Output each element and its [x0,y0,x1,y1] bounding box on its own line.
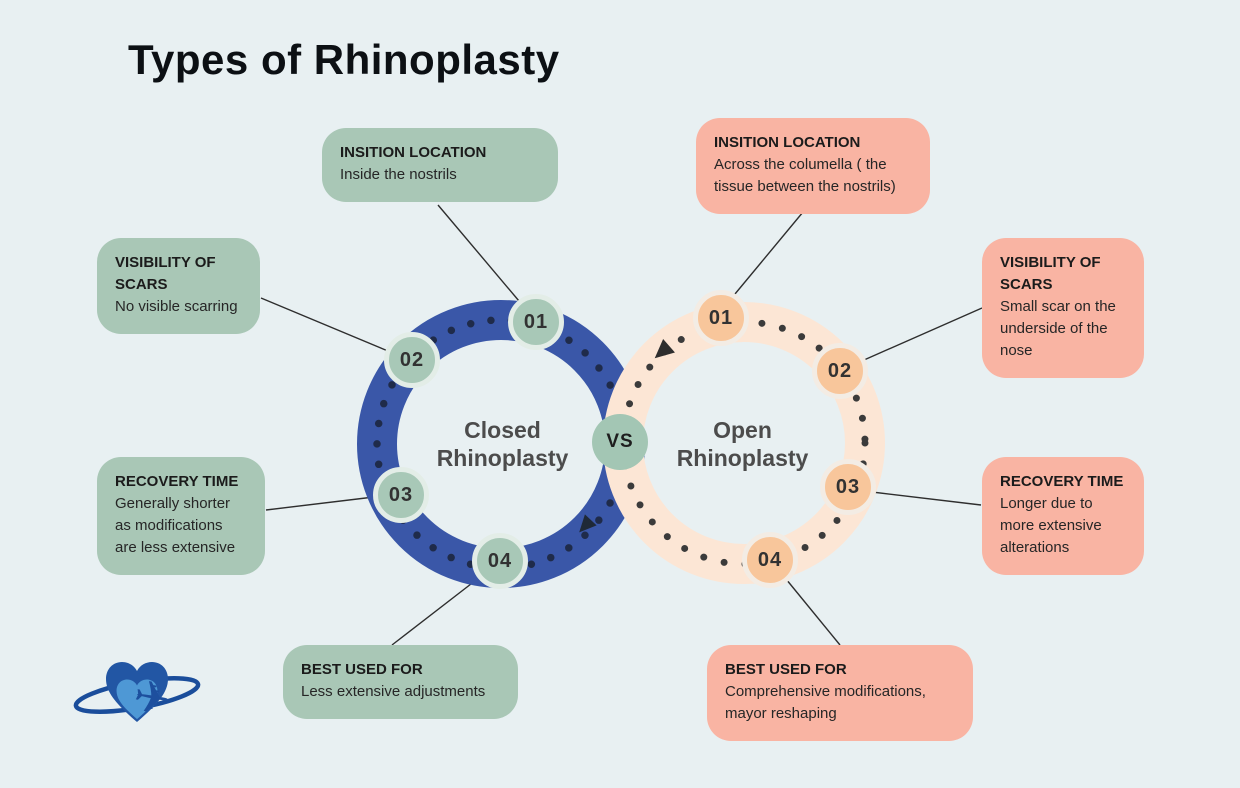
badge-number: 02 [399,348,425,371]
logo-airplane-icon: ✈ [130,671,175,726]
callout-title: RECOVERY TIME [115,473,239,490]
connector-line [391,576,481,646]
closed-badge-02: 02 [384,332,440,388]
closed-badge-03: 03 [373,467,429,523]
callout-desc: Less extensive adjustments [301,683,486,700]
badge-number: 02 [827,359,853,382]
open-badge-03: 03 [820,459,876,515]
callout-desc: Comprehensive modifications, mayor resha… [725,683,926,722]
callout-closed-visibility-of-scars: VISIBILITY OF SCARS No visible scarring [97,238,260,334]
callout-title: VISIBILITY OF SCARS [115,254,216,293]
connector-line [871,491,982,506]
open-badge-01: 01 [693,290,749,346]
badge-number: 01 [708,306,734,329]
callout-open-recovery-time: RECOVERY TIME Longer due to more extensi… [982,457,1144,575]
callout-desc: Small scar on the underside of the nose [1000,298,1116,359]
callout-closed-best-used-for: BEST USED FOR Less extensive adjustments [283,645,518,719]
vs-label: VS [606,431,634,452]
callout-desc: Generally shorter as modifications are l… [115,495,236,556]
badge-number: 03 [388,483,414,506]
callout-title: BEST USED FOR [301,661,423,678]
callout-desc: No visible scarring [115,298,238,315]
badge-number: 04 [487,549,513,572]
callout-title: BEST USED FOR [725,661,847,678]
logo-heart-inner [116,679,158,720]
badge-number: 03 [835,475,861,498]
callout-closed-insition-location: INSITION LOCATION Inside the nostrils [322,128,558,202]
connector-line [785,578,841,646]
open-badge-02: 02 [812,343,868,399]
callout-title: INSITION LOCATION [340,144,487,161]
heart-plane-logo-icon: ✈ [73,662,201,726]
closed-badge-04: 04 [472,533,528,589]
badge-number: 04 [757,548,783,571]
callout-open-best-used-for: BEST USED FOR Comprehensive modification… [707,645,973,741]
callout-desc: Across the columella ( the tissue betwee… [714,156,896,195]
connector-line [265,496,375,511]
callout-open-visibility-of-scars: VISIBILITY OF SCARS Small scar on the un… [982,238,1144,378]
open-ring-label: Open Rhinoplasty [676,417,809,471]
badge-number: 01 [523,310,549,333]
vs-badge: VS [592,414,648,470]
closed-badge-01: 01 [508,294,564,350]
page-title: Types of Rhinoplasty [128,36,560,83]
callout-desc: Inside the nostrils [340,166,457,183]
callout-title: RECOVERY TIME [1000,473,1124,490]
callout-closed-recovery-time: RECOVERY TIME Generally shorter as modif… [97,457,265,575]
connector-line [260,297,389,352]
connector-lines [260,204,983,646]
connector-line [729,205,809,301]
closed-ring-label: Closed Rhinoplasty [436,417,569,471]
open-badge-04: 04 [742,532,798,588]
callout-title: INSITION LOCATION [714,134,861,151]
callout-title: VISIBILITY OF SCARS [1000,254,1101,293]
connector-line [863,307,983,361]
callout-open-insition-location: INSITION LOCATION Across the columella (… [696,118,930,214]
callout-desc: Longer due to more extensive alterations [1000,495,1102,556]
connector-line [437,204,520,302]
closed-ring-arrow-icon [579,514,597,533]
open-ring-arrow-icon [654,338,675,359]
